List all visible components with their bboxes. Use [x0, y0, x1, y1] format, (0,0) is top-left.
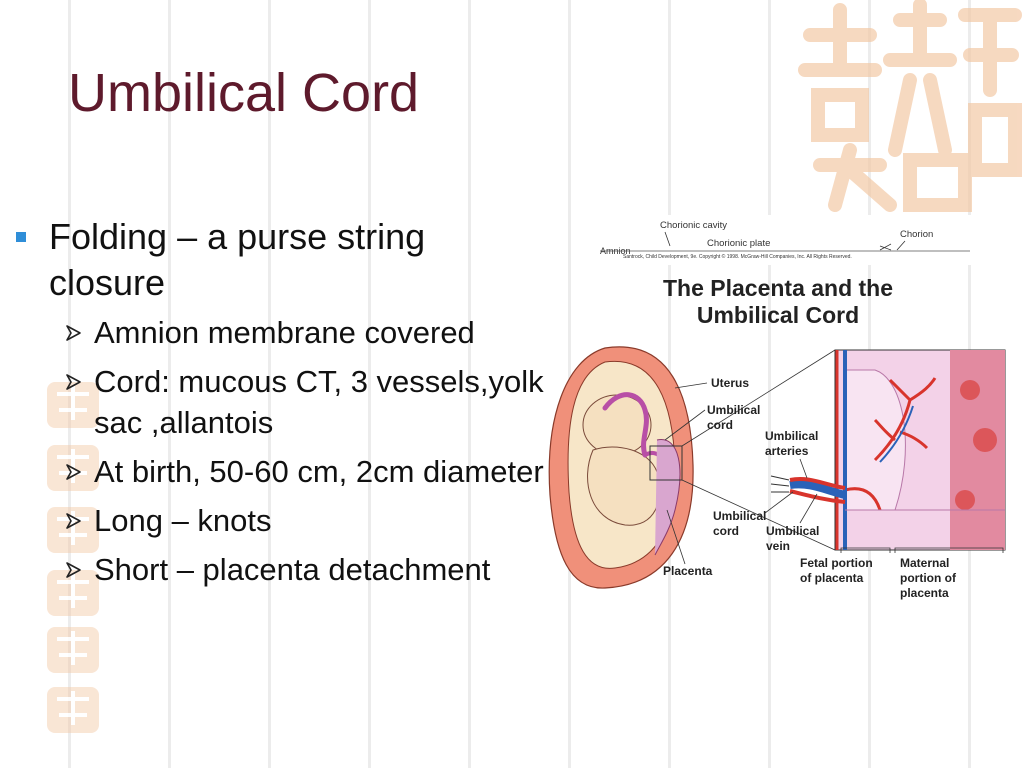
sub-bullet-text: Long – knots: [94, 503, 272, 538]
label-maternal-portion: placenta: [900, 586, 949, 600]
uterus-illustration: [548, 346, 694, 589]
sub-bullet-text: At birth, 50-60 cm, 2cm diameter: [94, 454, 544, 489]
label-umbilical-cord-lower: cord: [713, 524, 739, 538]
label-chorionic-cavity: Chorionic cavity: [660, 220, 727, 231]
arrow-bullet-icon: [66, 562, 81, 578]
sub-bullet-list: Amnion membrane covered Cord: mucous CT,…: [14, 312, 544, 590]
label-uterus: Uterus: [711, 376, 749, 390]
sub-bullet-item: Short – placenta detachment: [64, 549, 544, 590]
label-umbilical-cord-lower: Umbilical: [713, 509, 766, 523]
placenta-inset: [834, 349, 1006, 551]
arrow-bullet-icon: [66, 464, 81, 480]
umbilical-cord-vessels: [770, 475, 846, 504]
sub-bullet-text: Cord: mucous CT, 3 vessels,yolk sac ,all…: [94, 364, 544, 440]
sub-bullet-item: Cord: mucous CT, 3 vessels,yolk sac ,all…: [64, 361, 544, 443]
slide-title: Umbilical Cord: [68, 63, 420, 123]
label-umbilical-cord: Umbilical: [707, 403, 760, 417]
sub-bullet-item: Amnion membrane covered: [64, 312, 544, 353]
label-chorionic-plate: Chorionic plate: [707, 238, 770, 249]
label-chorion: Chorion: [900, 229, 933, 240]
figure-credit: Santrock, Child Development, 9e. Copyrig…: [623, 253, 852, 260]
label-fetal-portion: Fetal portion: [800, 556, 873, 570]
sub-bullet-item: Long – knots: [64, 500, 544, 541]
label-maternal-portion: portion of: [900, 571, 957, 585]
arrow-bullet-icon: [66, 513, 81, 529]
seal-watermark-small: [47, 687, 99, 733]
label-umbilical-arteries: Umbilical: [765, 429, 818, 443]
label-fetal-portion: of placenta: [800, 571, 864, 585]
bullet-item: Folding – a purse string closure: [14, 214, 544, 306]
sub-bullet-text: Amnion membrane covered: [94, 315, 475, 350]
placenta-figure: Chorionic cavity Chorionic plate Amnion …: [545, 210, 1010, 615]
seal-watermark-small: [47, 627, 99, 673]
sub-bullet-text: Short – placenta detachment: [94, 552, 491, 587]
seal-watermark-small: [47, 507, 99, 553]
figure-title-line2: Umbilical Cord: [697, 302, 859, 328]
seal-watermark-large: [798, 0, 1022, 212]
figure-title-line1: The Placenta and the: [663, 275, 893, 301]
seal-watermark-small: [47, 382, 99, 428]
label-umbilical-vein: Umbilical: [766, 524, 819, 538]
arrow-bullet-icon: [66, 374, 81, 390]
label-placenta: Placenta: [663, 564, 713, 578]
arrow-bullet-icon: [66, 325, 81, 341]
label-umbilical-vein: vein: [766, 539, 790, 553]
square-bullet-icon: [16, 232, 26, 242]
bullet-text: Folding – a purse string closure: [49, 216, 426, 303]
label-umbilical-cord: cord: [707, 418, 733, 432]
bullet-list: Folding – a purse string closure Amnion …: [14, 214, 544, 598]
sub-bullet-item: At birth, 50-60 cm, 2cm diameter: [64, 451, 544, 492]
seal-watermark-small: [47, 570, 99, 616]
label-umbilical-arteries: arteries: [765, 444, 809, 458]
label-maternal-portion: Maternal: [900, 556, 949, 570]
